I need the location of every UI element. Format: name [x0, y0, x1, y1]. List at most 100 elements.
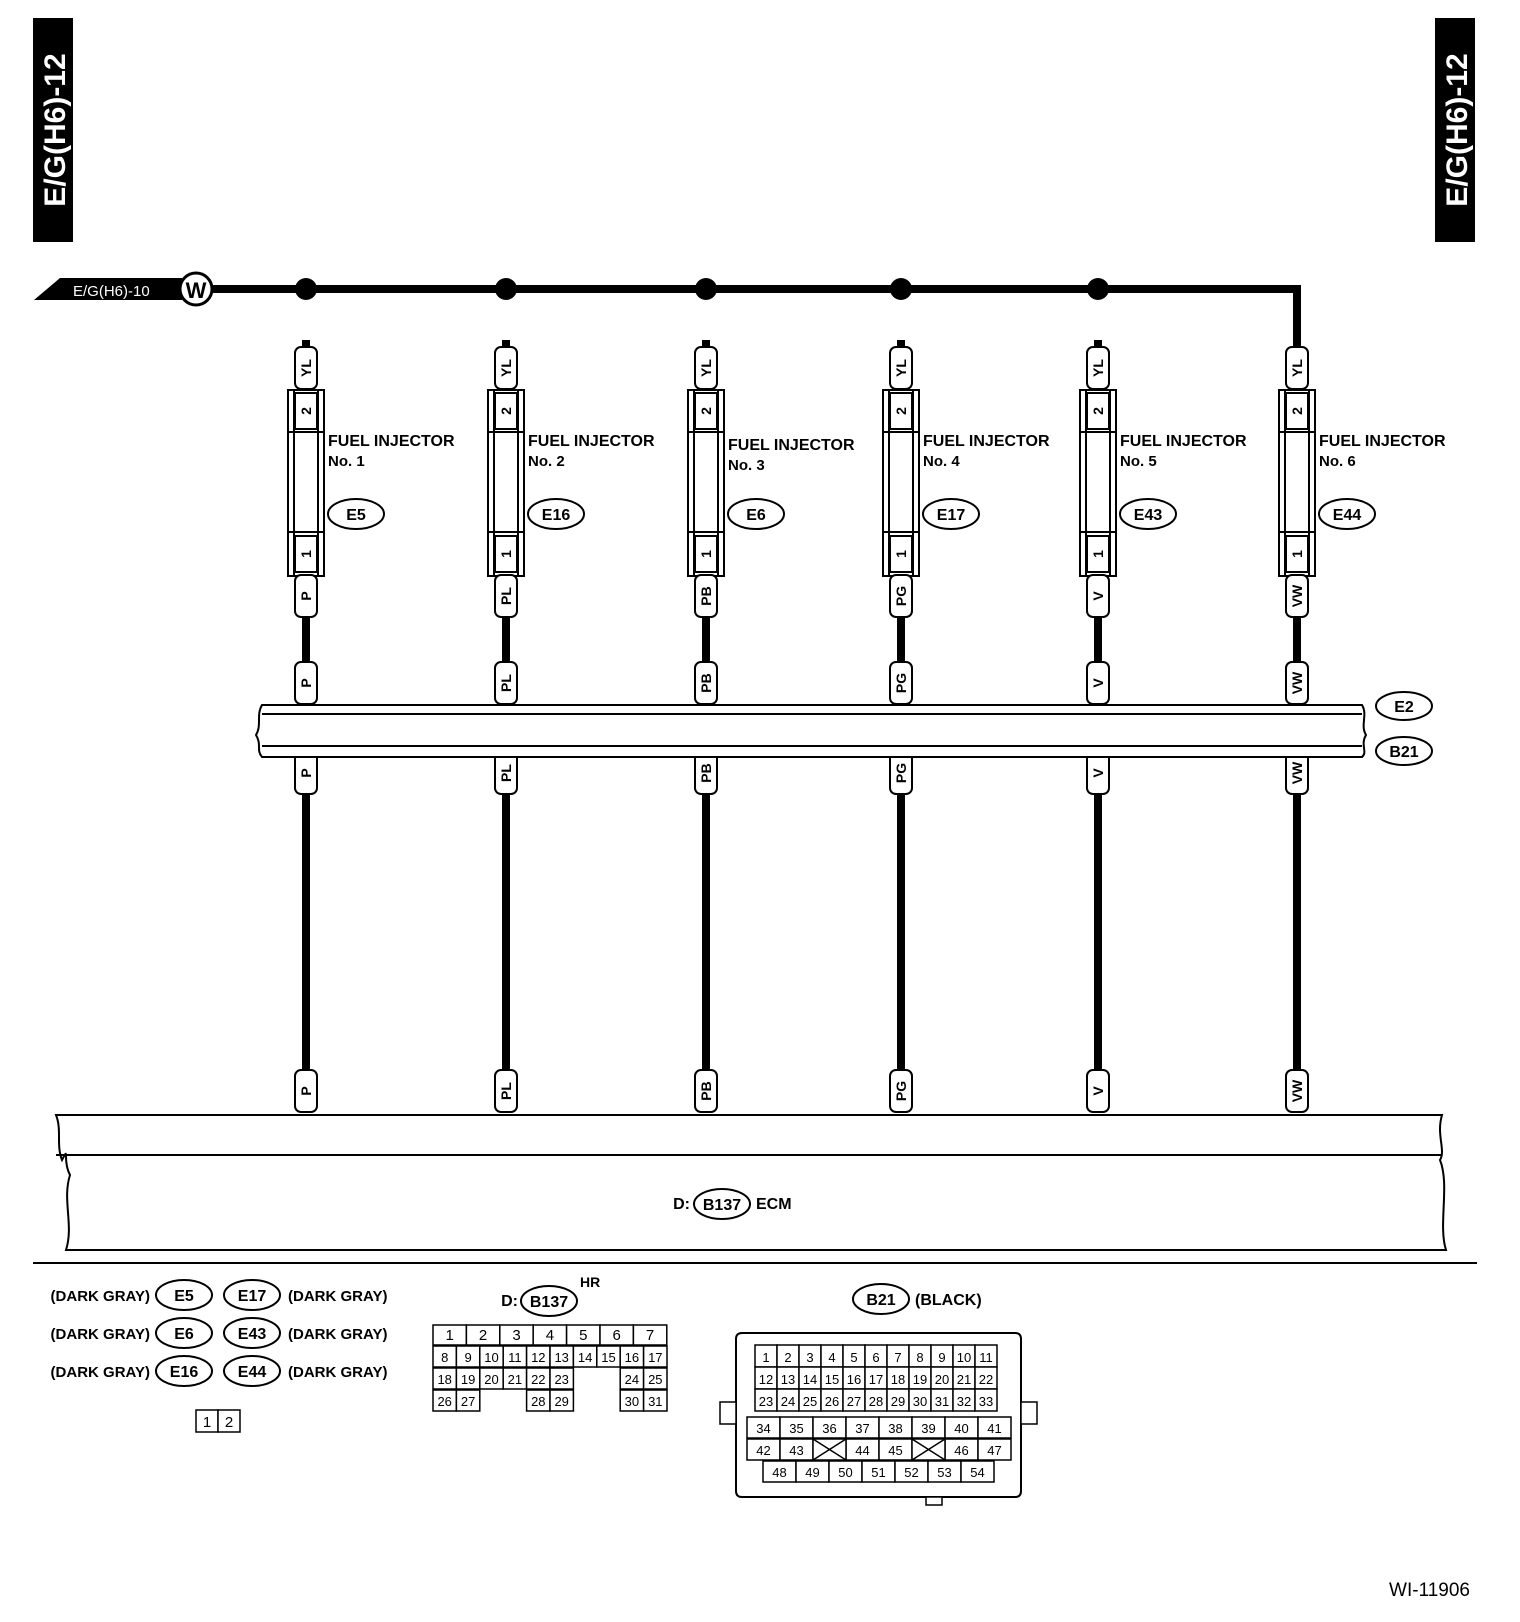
- wire-color-top: YL: [1289, 359, 1305, 377]
- pin-cell: 12: [531, 1350, 545, 1365]
- injector-pin-top: 2: [298, 407, 314, 415]
- pin-cell: 29: [891, 1394, 905, 1409]
- source-reference[interactable]: E/G(H6)-10 W: [34, 271, 214, 307]
- b21-color: (BLACK): [915, 1292, 982, 1309]
- injector-number: No. 6: [1319, 453, 1356, 470]
- injector-connector-label: E5: [346, 507, 366, 524]
- empty-pin-cell: [911, 1438, 946, 1461]
- pin-cell: 15: [825, 1372, 839, 1387]
- pin-cell: 19: [461, 1372, 475, 1387]
- injector-pin-top: 2: [498, 407, 514, 415]
- injector-title: FUEL INJECTOR: [528, 433, 655, 450]
- injector-connector-E17[interactable]: E17: [922, 498, 980, 530]
- ecm-label[interactable]: D: B137 ECM: [673, 1188, 792, 1220]
- pin-cell: 4: [828, 1350, 835, 1365]
- injector-pin-top: 2: [698, 407, 714, 415]
- legend-connector-E5[interactable]: E5: [155, 1279, 213, 1311]
- fuel-injector-1[interactable]: 21: [287, 389, 325, 577]
- page-code-tab-right: E/G(H6)-12: [1435, 18, 1475, 242]
- fuel-injector-5[interactable]: 21: [1079, 389, 1117, 577]
- pin-cell: 18: [437, 1372, 451, 1387]
- joint-connector-e2[interactable]: E2: [1375, 691, 1433, 721]
- wire-color-injector: PL: [498, 587, 514, 605]
- wire-color-top: YL: [298, 359, 314, 377]
- pin-cell: 48: [772, 1465, 786, 1480]
- injector-connector-E43[interactable]: E43: [1119, 498, 1177, 530]
- pin-cell: 12: [759, 1372, 773, 1387]
- injector-pin-bottom: 1: [1289, 550, 1305, 558]
- injector-connector-E16[interactable]: E16: [527, 498, 585, 530]
- legend-connector-E6[interactable]: E6: [155, 1317, 213, 1349]
- bus-junction-dot: [695, 278, 717, 300]
- injector-connector-legend: (DARK GRAY) E5 E17 (DARK GRAY) (DARK GRAY) E6…: [51, 1279, 387, 1387]
- legend-right-color: (DARK GRAY): [288, 1326, 387, 1343]
- fuel-injector-6[interactable]: 21: [1278, 389, 1316, 577]
- fuel-injector-4[interactable]: 21: [882, 389, 920, 577]
- injector-connector-E44[interactable]: E44: [1318, 498, 1376, 530]
- pin-cell: 6: [613, 1327, 621, 1344]
- pin-cell: 16: [625, 1350, 639, 1365]
- pin-cell: 51: [871, 1465, 885, 1480]
- pin-cell: 22: [979, 1372, 993, 1387]
- injector-connector-label: E43: [1134, 507, 1163, 524]
- joint-connector-b21[interactable]: B21: [1375, 736, 1433, 766]
- joint-connector-b21-label: B21: [1389, 744, 1418, 761]
- pin-cell: 6: [872, 1350, 879, 1365]
- legend-connector-E43[interactable]: E43: [223, 1317, 281, 1349]
- pin-cell: 8: [441, 1350, 448, 1365]
- pin-cell: 46: [954, 1443, 968, 1458]
- injector-number: No. 4: [923, 453, 960, 470]
- pin-cell: 49: [805, 1465, 819, 1480]
- pin-cell: 15: [601, 1350, 615, 1365]
- fuel-injector-2[interactable]: 21: [487, 389, 525, 577]
- pin-cell: 4: [546, 1327, 554, 1344]
- pin-cell: 7: [646, 1327, 654, 1344]
- legend-connector-E17[interactable]: E17: [223, 1279, 281, 1311]
- b137-prefix: D:: [501, 1293, 518, 1310]
- injector-number: No. 3: [728, 457, 765, 474]
- b21-connector: B21: [866, 1292, 895, 1309]
- legend-left-color: (DARK GRAY): [51, 1288, 150, 1305]
- page-code-left: E/G(H6)-12: [39, 53, 72, 206]
- injector-number: No. 1: [328, 453, 365, 470]
- pin-cell: 21: [508, 1372, 522, 1387]
- wire-color-joint-out: VW: [1289, 761, 1305, 784]
- page-code-right: E/G(H6)-12: [1441, 53, 1474, 206]
- wire-color-injector: PG: [893, 586, 909, 606]
- injector-title: FUEL INJECTOR: [328, 433, 455, 450]
- pin-cell: 30: [625, 1394, 639, 1409]
- injector-pin-1: 1: [203, 1414, 211, 1431]
- wire-color-joint-out: PB: [698, 763, 714, 782]
- fuel-injector-3[interactable]: 21: [687, 389, 725, 577]
- injector-pin-bottom: 1: [893, 550, 909, 558]
- pin-cell: 18: [891, 1372, 905, 1387]
- pin-cell: 14: [803, 1372, 817, 1387]
- legend-left-color: (DARK GRAY): [51, 1364, 150, 1381]
- joint-connector-band: [254, 704, 1368, 758]
- legend-connector-E44[interactable]: E44: [223, 1355, 281, 1387]
- pin-cell: 20: [935, 1372, 949, 1387]
- pin-cell: 45: [888, 1443, 902, 1458]
- pin-cell: 47: [987, 1443, 1001, 1458]
- wire-color-injector: PB: [698, 586, 714, 605]
- pin-cell: 7: [894, 1350, 901, 1365]
- wire-color-injector: P: [298, 591, 314, 600]
- injector-pin-top: 2: [1289, 407, 1305, 415]
- pin-cell: 5: [850, 1350, 857, 1365]
- pin-cell: 25: [648, 1372, 662, 1387]
- pin-cell: 19: [913, 1372, 927, 1387]
- injector-connector-E6[interactable]: E6: [727, 498, 785, 530]
- injector-connector-E5[interactable]: E5: [327, 498, 385, 530]
- injector-connector-label: E6: [746, 507, 766, 524]
- source-terminal: W: [186, 278, 207, 303]
- injector-title: FUEL INJECTOR: [923, 433, 1050, 450]
- pin-cell: 10: [957, 1350, 971, 1365]
- wire-color-ecm: VW: [1289, 1079, 1305, 1102]
- legend-connector-E16[interactable]: E16: [155, 1355, 213, 1387]
- pin-cell: 3: [806, 1350, 813, 1365]
- pin-cell: 31: [648, 1394, 662, 1409]
- wire-color-joint-out: PL: [498, 764, 514, 782]
- injector-number: No. 2: [528, 453, 565, 470]
- ecm-block: [54, 1114, 1448, 1251]
